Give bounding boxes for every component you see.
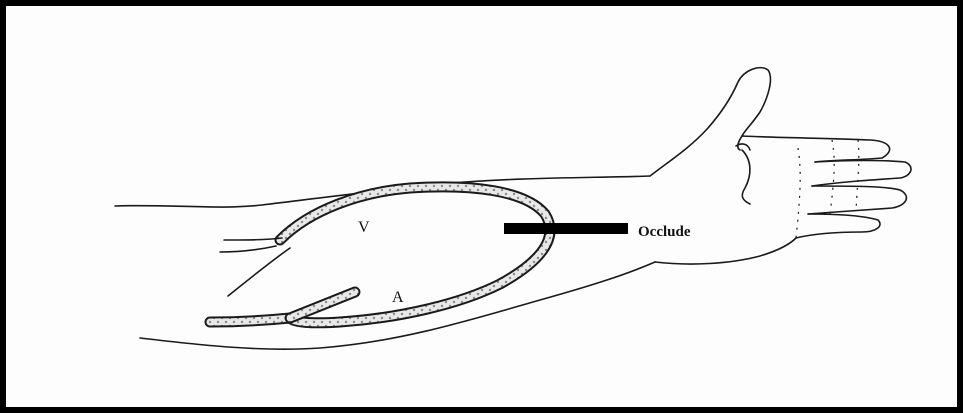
joint-line-proximal <box>796 148 800 238</box>
hand-outline <box>650 68 770 176</box>
vein-branch-upper <box>224 238 282 240</box>
joint-line-distal <box>856 140 859 210</box>
label-occlude: Occlude <box>638 224 691 240</box>
artery-branch-fill <box>290 292 355 318</box>
vein-branch-diag <box>228 248 290 296</box>
occluder-bar <box>504 223 628 234</box>
finger-joint-dots <box>796 140 859 238</box>
label-vein: V <box>358 219 370 236</box>
finger-1 <box>742 136 890 162</box>
label-artery: A <box>392 289 404 306</box>
vein-branch-lower <box>220 246 276 252</box>
finger-3 <box>808 186 906 214</box>
artery-fill <box>210 318 290 322</box>
hand-lower-edge <box>655 238 796 264</box>
vein-branches <box>220 238 290 296</box>
palm-crease <box>742 150 750 204</box>
vessel-graft <box>210 187 550 323</box>
joint-line-mid <box>830 140 834 214</box>
arm-outline <box>115 68 911 350</box>
finger-2 <box>812 161 911 187</box>
thumb-inner <box>738 136 742 150</box>
finger-4 <box>796 214 880 238</box>
